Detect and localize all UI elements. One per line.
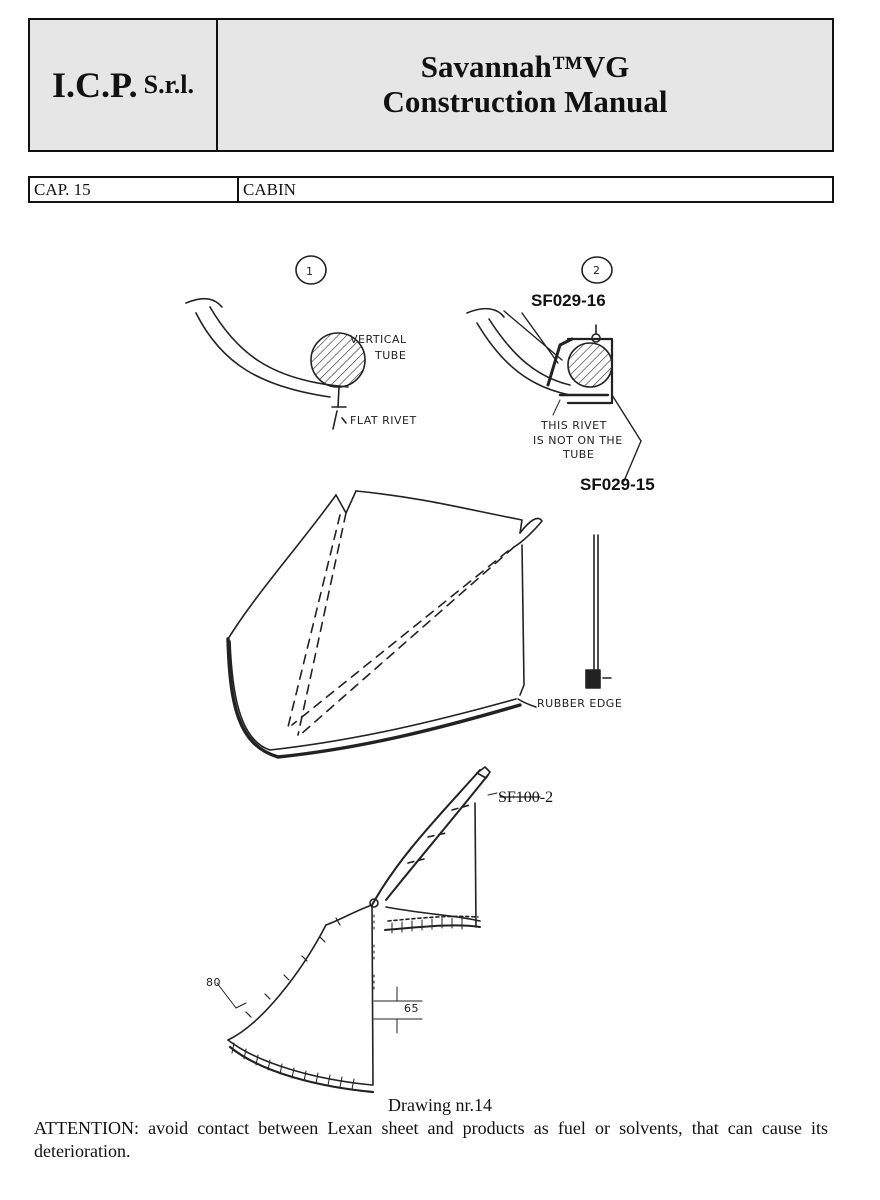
company-name: I.C.P. S.r.l. xyxy=(30,20,218,150)
dimension-80: 80 xyxy=(206,976,221,989)
technical-drawing: 1 2 VERTICAL TUBE FLAT RIVET SF029-16 TH… xyxy=(185,255,655,1094)
step-2-circle xyxy=(581,256,613,284)
step-2-number: 2 xyxy=(593,264,601,277)
flat-rivet-label: FLAT RIVET xyxy=(350,414,417,427)
company-suffix: S.r.l. xyxy=(143,70,195,99)
vertical-tube-2 xyxy=(567,342,613,388)
rivet-note-line-3: TUBE xyxy=(562,448,594,461)
detail-2 xyxy=(466,256,642,482)
chapter-number: CAP. 15 xyxy=(30,178,239,201)
door-view xyxy=(216,766,498,1094)
title-line-2: Construction Manual xyxy=(382,84,668,119)
document-header: I.C.P. S.r.l. Savannah™VG Construction M… xyxy=(28,18,834,152)
rivet-note-line-1: THIS RIVET xyxy=(540,419,607,432)
part-sf100-2: SF100-2 xyxy=(498,789,553,806)
title-line-1: Savannah™VG xyxy=(420,49,630,85)
drawing-caption: Drawing nr.14 xyxy=(388,1095,492,1115)
rivet-note-line-2: IS NOT ON THE xyxy=(533,434,623,447)
chapter-bar: CAP. 15 CABIN xyxy=(28,176,834,203)
part-sf029-15: SF029-15 xyxy=(580,475,655,494)
part-sf029-16: SF029-16 xyxy=(531,291,606,310)
chapter-name: CABIN xyxy=(243,179,296,199)
dimension-65: 65 xyxy=(404,1002,419,1015)
company-main: I.C.P. xyxy=(51,65,138,105)
vertical-tube xyxy=(310,332,366,388)
detail-1 xyxy=(185,255,366,430)
step-1-circle xyxy=(295,255,327,285)
rubber-edge-label: RUBBER EDGE xyxy=(537,697,622,710)
window-panel xyxy=(226,490,543,759)
attention-note: ATTENTION: avoid contact between Lexan s… xyxy=(34,1118,828,1161)
step-1-number: 1 xyxy=(306,265,314,278)
vertical-tube-label-2: TUBE xyxy=(374,349,406,362)
manual-title: Savannah™VG Construction Manual xyxy=(218,20,832,150)
vertical-tube-label-1: VERTICAL xyxy=(350,333,407,346)
rubber-edge-profile xyxy=(517,534,612,708)
